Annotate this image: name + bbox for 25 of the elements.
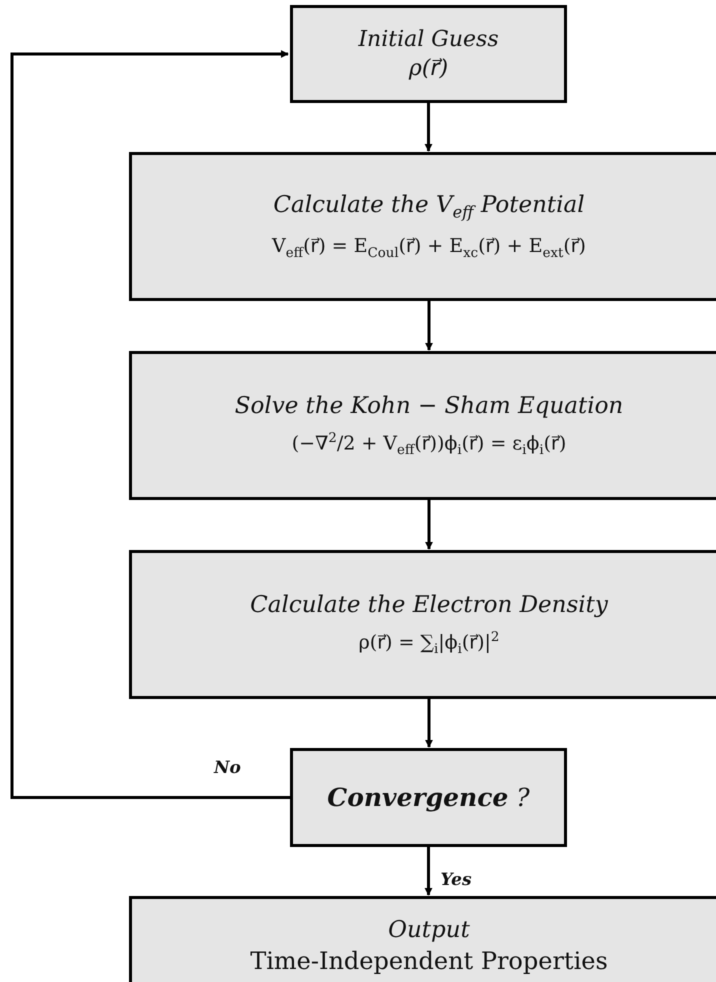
edge-label: No — [214, 758, 241, 778]
arrow — [424, 847, 432, 896]
step-title: Output — [388, 916, 470, 944]
arrow — [424, 103, 432, 152]
step-title: Calculate the Electron Density — [250, 590, 608, 620]
step-formula: V$_{eff}$(r⃗) = E$_{Coul}$(r⃗) + E$_{xc}$(r⃗) + E$_{ext}$(r⃗) — [272, 234, 586, 262]
step-formula: ρ(r⃗) — [408, 55, 448, 82]
arrow — [10, 50, 290, 799]
step-formula: (−∇$^{2}$/2 + V$_{eff}$(r⃗))ϕ$_{i}$(r⃗) = ε$_{i}$ϕ$_{i}$(r⃗) — [292, 430, 566, 460]
process-box — [129, 351, 716, 500]
step-title: Solve the Kohn − Sham Equation — [234, 392, 624, 420]
step-title: Convergence ? — [327, 782, 530, 814]
arrow — [425, 699, 433, 748]
step-formula: Time-Independent Properties — [250, 946, 608, 976]
edge-label: Yes — [440, 870, 472, 890]
arrow — [425, 301, 433, 351]
arrow — [425, 500, 433, 550]
step-title: Initial Guess — [358, 26, 499, 53]
process-box — [129, 152, 716, 301]
process-box — [290, 748, 567, 847]
process-box — [129, 896, 716, 982]
process-box — [290, 5, 567, 103]
process-box — [129, 550, 716, 699]
step-title: Calculate the V$_{eff}$ Potential — [273, 190, 585, 223]
step-formula: ρ(r⃗) = ∑$_{i}$|ϕ$_{i}$(r⃗)|$^{2}$ — [358, 630, 500, 658]
